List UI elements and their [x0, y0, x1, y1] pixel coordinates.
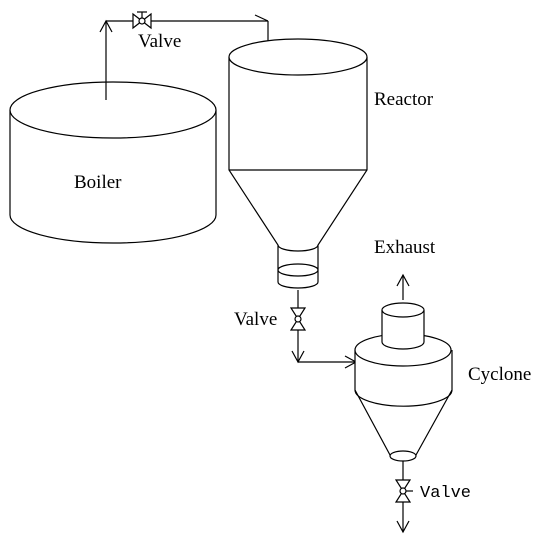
valve-top-label: Valve	[138, 31, 181, 52]
valve-mid-label: Valve	[234, 309, 277, 330]
cyclone-label: Cyclone	[468, 364, 531, 385]
boiler-tank	[9, 81, 217, 244]
valve-top-icon	[132, 11, 152, 30]
valve-mid-icon	[289, 307, 307, 331]
reactor-vessel	[228, 38, 368, 289]
valve-bottom-label: Valve	[420, 484, 471, 503]
exhaust-label: Exhaust	[374, 237, 436, 258]
valve-bottom-icon	[394, 479, 413, 503]
reactor-label: Reactor	[374, 89, 434, 110]
solids-line	[291, 290, 358, 369]
boiler-label: Boiler	[74, 172, 122, 193]
steam-line	[99, 14, 275, 100]
cyclone-separator	[354, 302, 453, 462]
